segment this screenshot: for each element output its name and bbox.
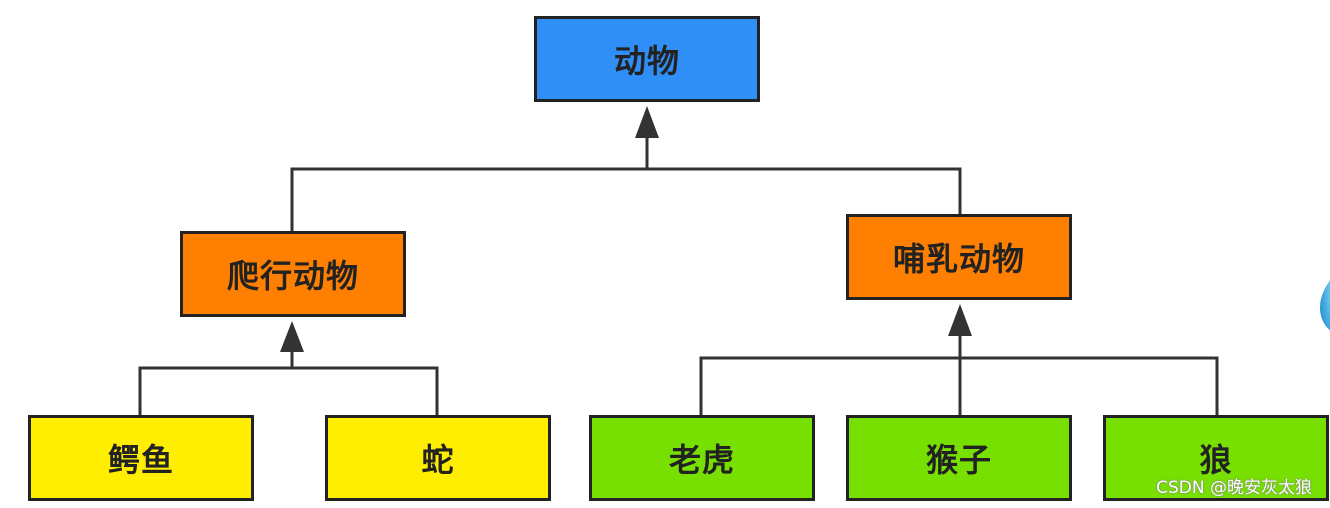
node-label: 蛇 (421, 441, 455, 479)
node-label: 鳄鱼 (107, 441, 174, 479)
connector-root-children (290, 167, 962, 231)
node-snake: 蛇 (325, 415, 551, 501)
arrow-to-mammal (948, 304, 972, 336)
node-label: 爬行动物 (226, 257, 359, 295)
node-animal: 动物 (534, 16, 760, 102)
node-label: 猴子 (925, 441, 992, 479)
node-label: 动物 (613, 42, 680, 80)
node-label: 狼 (1199, 441, 1233, 479)
node-wolf: 狼 (1103, 415, 1329, 501)
arrow-to-reptile (280, 321, 304, 352)
node-monkey: 猴子 (846, 415, 1072, 501)
node-tiger: 老虎 (589, 415, 815, 501)
node-reptile: 爬行动物 (180, 231, 406, 317)
watermark: CSDN @晚安灰太狼 (1156, 478, 1312, 498)
connector-reptile-children (138, 366, 439, 415)
node-crocodile: 鳄鱼 (28, 415, 254, 501)
node-mammal: 哺乳动物 (846, 214, 1072, 300)
mascot-logo-icon (1320, 280, 1330, 331)
node-label: 哺乳动物 (892, 240, 1025, 278)
arrow-to-root (635, 106, 659, 138)
node-label: 老虎 (668, 441, 735, 479)
